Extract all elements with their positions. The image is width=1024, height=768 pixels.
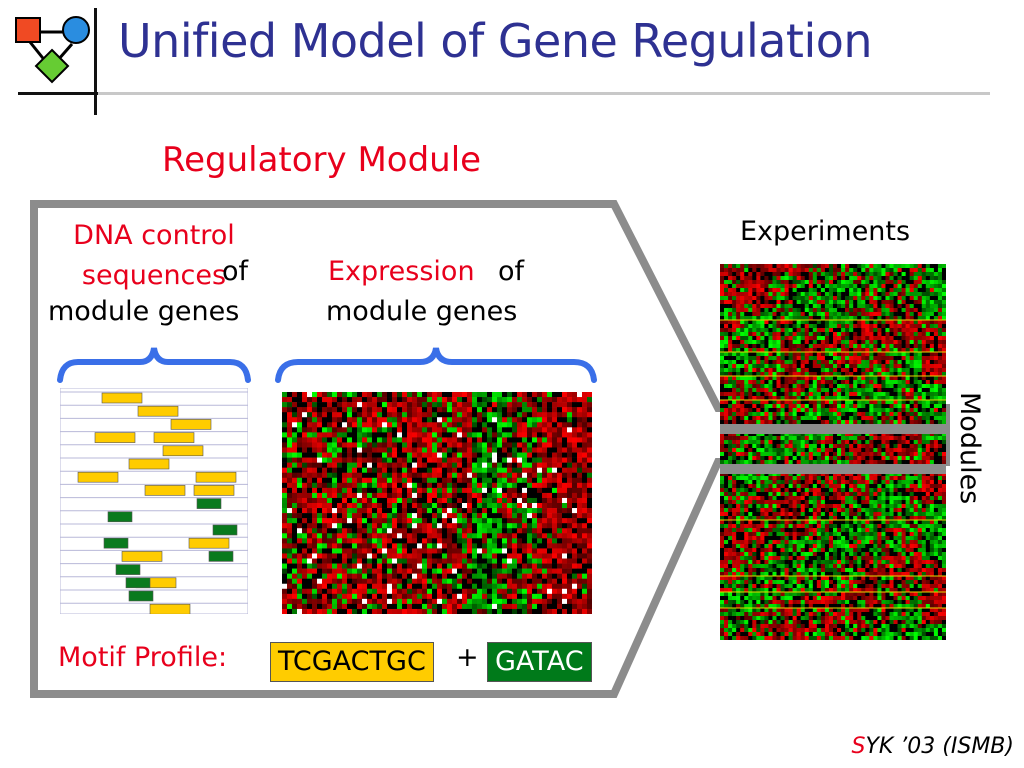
motif-green-box: GATAC [487, 642, 592, 682]
expr-caption-highlight: Expression [328, 256, 475, 287]
citation-text: YK ’03 (ISMB) [865, 734, 1014, 759]
experiments-label: Experiments [740, 216, 911, 247]
modules-label: Modules [954, 392, 985, 505]
experiments-heatmap [720, 264, 946, 640]
dna-caption-of: of [222, 256, 249, 287]
motif-plus-sign: + [456, 642, 479, 673]
dna-caption-module-genes: module genes [48, 296, 240, 327]
citation-initial: S [851, 734, 866, 759]
slide-title: Unified Model of Gene Regulation [118, 14, 873, 68]
dna-sequence-diagram [60, 388, 248, 614]
logo-icon [14, 12, 94, 84]
motif-profile-label: Motif Profile: [58, 642, 228, 673]
dna-brace [56, 344, 252, 384]
title-vertical-rule [94, 8, 97, 115]
module-heading: Regulatory Module [162, 140, 482, 180]
dna-caption-highlight: DNA control sequences [73, 220, 235, 291]
expression-brace [274, 344, 598, 384]
title-rule-accent [18, 92, 98, 95]
motif-yellow-box: TCGACTGC [270, 642, 434, 682]
citation: SYK ’03 (ISMB) [851, 734, 1014, 759]
expr-caption-of: of [498, 256, 525, 287]
expr-caption-module-genes: module genes [326, 296, 518, 327]
expression-heatmap [282, 392, 592, 614]
dna-caption: DNA control sequences [38, 216, 270, 296]
title-rule [18, 92, 990, 95]
